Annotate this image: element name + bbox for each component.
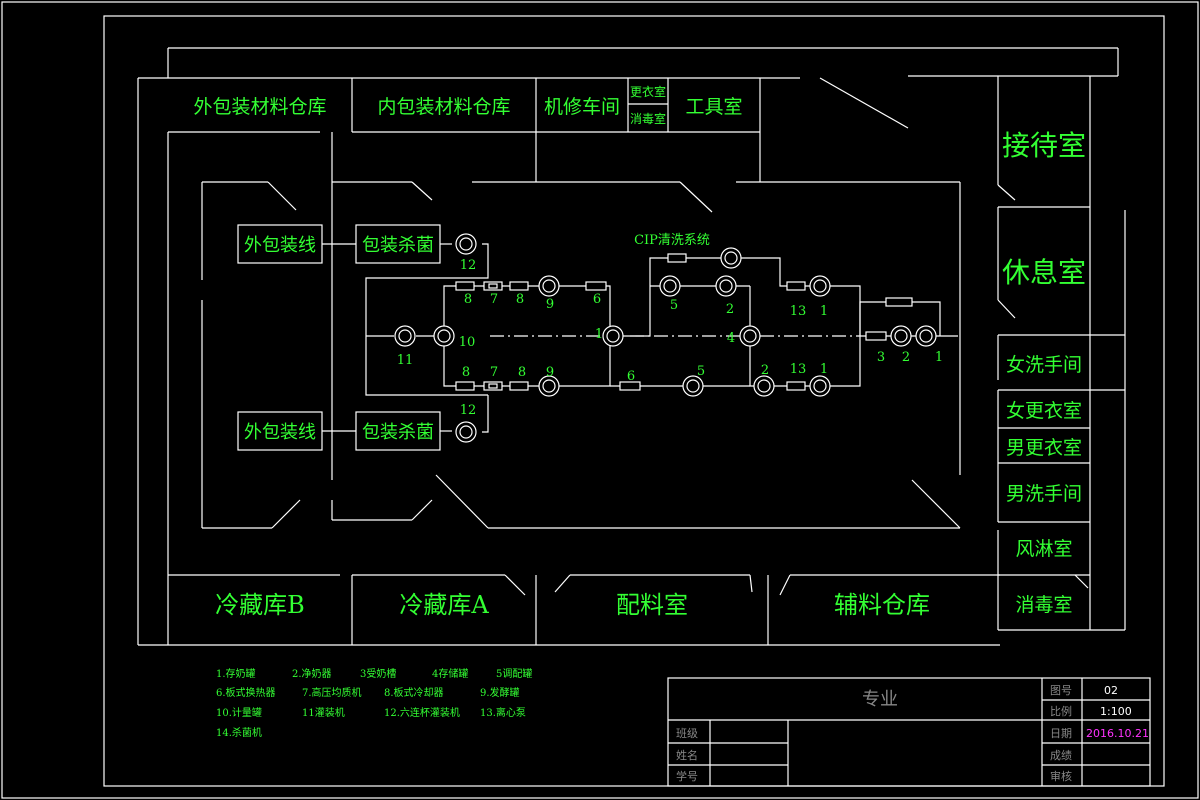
num-9-b: 9 <box>546 365 554 380</box>
inner-frame <box>103 15 1165 787</box>
num-9-a: 9 <box>546 297 554 312</box>
legend-item: 4存储罐 <box>432 667 468 680</box>
num-8-a: 8 <box>464 292 472 307</box>
room-cold-a: 冷藏库A <box>399 591 489 619</box>
room-inner-pack-store: 内包装材料仓库 <box>377 96 510 118</box>
num-7-b: 7 <box>490 365 498 380</box>
tb-review-label: 审核 <box>1050 769 1072 783</box>
room-disinfect-top: 消毒室 <box>630 111 666 126</box>
room-tool-room: 工具室 <box>685 96 742 118</box>
num-4: 4 <box>727 331 735 346</box>
room-repair-shop: 机修车间 <box>544 96 620 118</box>
tb-grade-label: 成绩 <box>1050 749 1072 762</box>
right-room-walls <box>997 76 1125 631</box>
tb-major: 专业 <box>862 689 898 710</box>
legend-item: 9.发酵罐 <box>480 686 520 699</box>
room-men-wash: 男洗手间 <box>1006 483 1082 505</box>
building-walls <box>137 47 1126 646</box>
num-8-c: 8 <box>462 365 470 380</box>
tb-id-label: 学号 <box>676 769 698 783</box>
room-women-change: 女更衣室 <box>1006 400 1082 422</box>
num-8-d: 8 <box>518 365 526 380</box>
num-2-a: 2 <box>726 302 734 317</box>
room-changing: 更衣室 <box>630 84 666 99</box>
legend-item: 14.杀菌机 <box>216 726 262 739</box>
legend-item: 8.板式冷却器 <box>384 686 444 699</box>
num-1-c: 1 <box>820 362 828 377</box>
legend-item: 7.高压均质机 <box>302 686 362 699</box>
num-10: 10 <box>459 335 476 350</box>
num-13-b: 13 <box>790 362 807 377</box>
label-outer-line-top: 外包装线 <box>244 235 316 256</box>
tb-class-label: 班级 <box>676 727 698 740</box>
room-batching: 配料室 <box>616 591 688 619</box>
tb-date: 2016.10.21 <box>1086 727 1149 740</box>
tb-scale-label: 比例 <box>1050 704 1072 718</box>
label-pack-steril-bottom: 包装杀菌 <box>362 422 434 443</box>
room-reception: 接待室 <box>1002 129 1086 162</box>
tb-drawing-no: 02 <box>1104 684 1118 697</box>
bottom-room-walls <box>167 574 1000 646</box>
room-air-shower: 风淋室 <box>1015 538 1072 560</box>
num-8-b: 8 <box>516 292 524 307</box>
tb-name-label: 姓名 <box>676 748 698 762</box>
legend: 1.存奶罐 2.净奶器 3受奶槽 4存储罐 5调配罐 6.板式换热器 7.高压均… <box>216 667 532 739</box>
label-pack-steril-top: 包装杀菌 <box>362 235 434 256</box>
label-outer-line-bottom: 外包装线 <box>244 422 316 443</box>
title-block-grid <box>667 677 1151 787</box>
legend-item: 2.净奶器 <box>292 667 332 680</box>
legend-item: 6.板式换热器 <box>216 686 276 699</box>
num-7-a: 7 <box>490 292 498 307</box>
room-aux-store: 辅料仓库 <box>834 591 930 619</box>
tb-scale: 1:100 <box>1100 705 1132 718</box>
legend-item: 12.六连杯灌装机 <box>384 706 460 719</box>
equipment-exchangers <box>455 253 913 391</box>
room-disinfect-right: 消毒室 <box>1015 594 1072 616</box>
legend-item: 10.计量罐 <box>216 706 262 719</box>
room-men-change: 男更衣室 <box>1006 437 1082 459</box>
num-11: 11 <box>397 353 414 368</box>
num-5-a: 5 <box>670 298 678 313</box>
num-13-a: 13 <box>790 304 807 319</box>
num-5-b: 5 <box>697 364 705 379</box>
tb-date-label: 日期 <box>1050 727 1072 740</box>
tb-drawing-no-label: 图号 <box>1050 684 1072 697</box>
num-1-a: 1 <box>595 327 603 342</box>
room-women-wash: 女洗手间 <box>1006 354 1082 376</box>
legend-item: 13.离心泵 <box>480 706 526 719</box>
num-1-b: 1 <box>820 304 828 319</box>
room-cold-b: 冷藏库B <box>215 591 305 619</box>
num-6-a: 6 <box>593 292 601 307</box>
num-1-d: 1 <box>935 350 943 365</box>
num-2-c: 2 <box>902 350 910 365</box>
num-2-b: 2 <box>761 363 769 378</box>
num-12-top: 12 <box>460 258 477 273</box>
num-3: 3 <box>877 350 885 365</box>
room-outer-pack-store: 外包装材料仓库 <box>193 96 326 118</box>
num-12-bottom: 12 <box>460 403 477 418</box>
legend-item: 1.存奶罐 <box>216 667 256 680</box>
legend-item: 3受奶槽 <box>360 667 396 680</box>
piping <box>322 243 958 433</box>
equipment-tanks <box>394 233 937 443</box>
legend-item: 5调配罐 <box>496 667 532 680</box>
room-lounge: 休息室 <box>1002 256 1086 289</box>
legend-item: 11灌装机 <box>302 706 345 719</box>
num-6-b: 6 <box>627 369 635 384</box>
top-room-walls <box>168 78 961 529</box>
label-cip: CIP清洗系统 <box>634 233 710 248</box>
